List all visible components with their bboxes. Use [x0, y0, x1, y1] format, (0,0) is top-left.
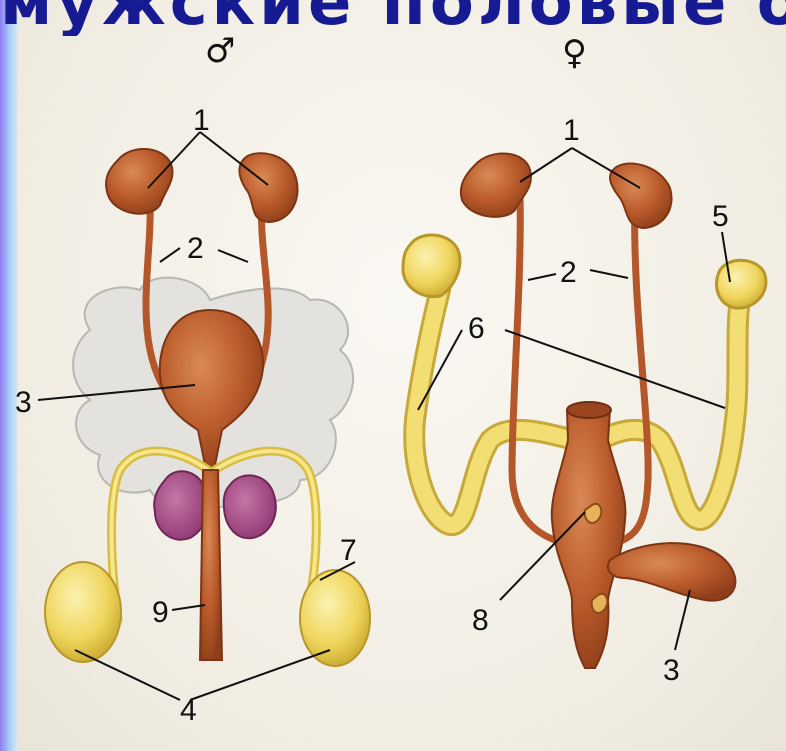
female-symbol: ♀ — [562, 33, 587, 73]
male-label-1: 1 — [193, 104, 210, 137]
female-kidneys — [461, 154, 672, 228]
female-label-8: 8 — [472, 604, 489, 637]
female-label-6: 6 — [468, 312, 485, 345]
male-label-4: 4 — [180, 694, 197, 727]
male-label-9: 9 — [152, 596, 169, 629]
female-bladder — [608, 543, 735, 601]
female-label-2: 2 — [560, 256, 577, 289]
female-label-1: 1 — [563, 114, 580, 147]
male-label-3: 3 — [15, 386, 32, 419]
male-label-2: 2 — [187, 232, 204, 265]
female-system: ♀ 1 2 3 5 6 8 — [403, 33, 766, 687]
female-ovaries — [403, 235, 766, 308]
male-urethra — [200, 470, 222, 660]
male-kidneys — [106, 149, 298, 222]
male-label-7: 7 — [340, 534, 357, 567]
male-symbol: ♂ — [205, 31, 235, 71]
male-system: ♂ 1 2 3 4 7 9 — [15, 31, 370, 727]
female-label-3: 3 — [663, 654, 680, 687]
female-label-5: 5 — [712, 200, 729, 233]
